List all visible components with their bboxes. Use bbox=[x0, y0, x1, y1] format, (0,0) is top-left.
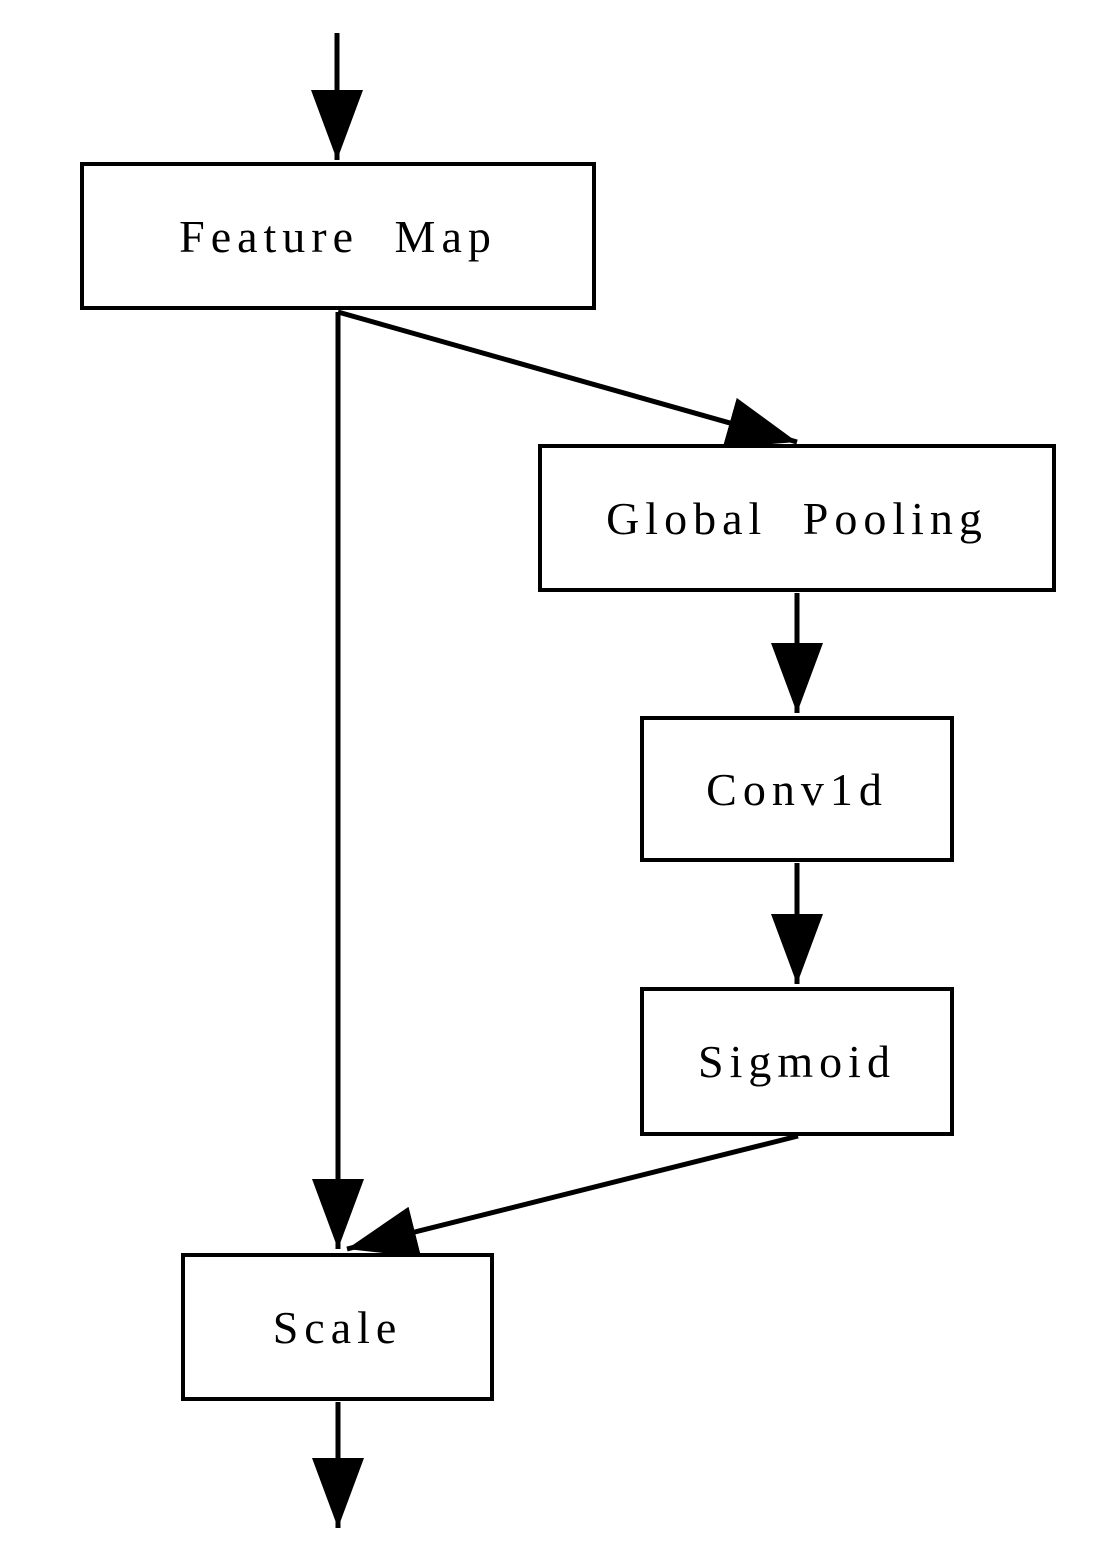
node-feature-map: Feature Map bbox=[80, 162, 596, 310]
node-conv1d: Conv1d bbox=[640, 716, 954, 862]
node-label-scale: Scale bbox=[272, 1301, 403, 1353]
node-label-conv1d: Conv1d bbox=[706, 763, 888, 815]
node-label-sigmoid: Sigmoid bbox=[698, 1036, 896, 1087]
node-label-feature-map: Feature Map bbox=[179, 210, 497, 262]
node-global-pooling: Global Pooling bbox=[538, 444, 1056, 592]
edge-feature-map-to-global-pooling bbox=[337, 309, 798, 448]
node-label-global-pooling: Global Pooling bbox=[606, 492, 988, 544]
edge-sigmoid-to-scale bbox=[346, 1133, 799, 1258]
node-sigmoid: Sigmoid bbox=[640, 987, 954, 1136]
node-scale: Scale bbox=[181, 1253, 494, 1401]
